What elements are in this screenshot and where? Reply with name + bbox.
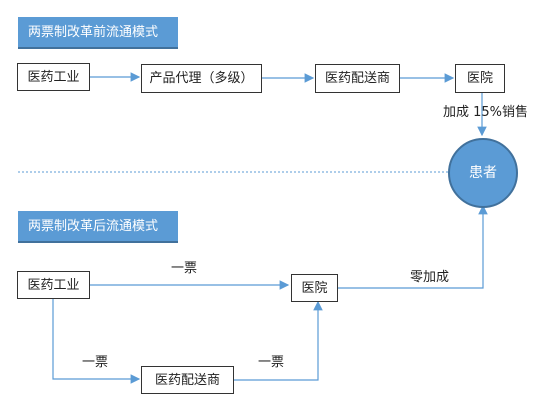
node-product-agent: 产品代理（多级） (141, 64, 262, 93)
after-reform-banner: 两票制改革后流通模式 (18, 211, 178, 243)
edge-label-distributor-to-hospital: 一票 (258, 355, 285, 370)
node-pharma-industry-before: 医药工业 (17, 63, 90, 91)
before-reform-title: 两票制改革前流通模式 (28, 25, 159, 40)
node-distributor-before: 医药配送商 (315, 64, 400, 93)
edge-label-industry-to-distributor: 一票 (82, 355, 109, 370)
edge-industry-to-distributor (52, 299, 141, 384)
node-hospital-after: 医院 (291, 274, 338, 302)
node-pharma-industry-after: 医药工业 (17, 271, 90, 299)
before-reform-banner: 两票制改革前流通模式 (18, 17, 178, 49)
edge-label-zero-markup: 零加成 (410, 270, 450, 285)
edge-distributor-to-hospital (234, 300, 323, 381)
edge-hospital-to-patient-zero-markup (338, 204, 488, 289)
markup-label: 加成 15%销售 (443, 105, 529, 120)
edge-label-industry-to-hospital: 一票 (171, 261, 198, 276)
after-reform-title: 两票制改革后流通模式 (28, 219, 159, 234)
node-patient: 患者 (448, 138, 518, 208)
node-distributor-after: 医药配送商 (141, 366, 234, 394)
node-hospital-before: 医院 (455, 64, 505, 93)
